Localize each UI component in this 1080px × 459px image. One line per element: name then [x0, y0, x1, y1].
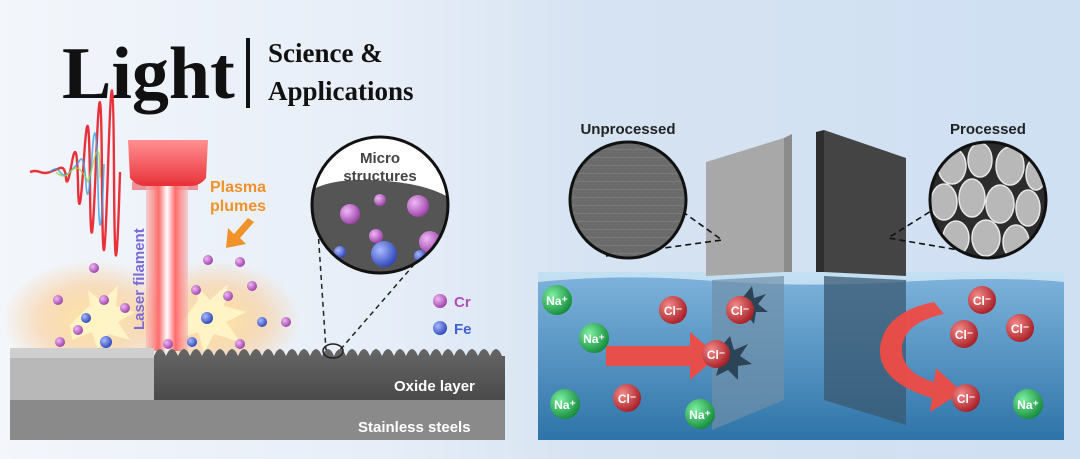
svg-text:Na⁺: Na⁺: [1017, 398, 1039, 412]
plasma-label-line1: Plasma: [210, 179, 266, 196]
stainless-steel-block: [10, 348, 505, 440]
logo-main-text: Light: [62, 33, 235, 115]
cl-ion: Cl⁻: [613, 384, 641, 412]
deflect-arrow-icon: [879, 302, 962, 412]
legend-cr-swatch: [433, 294, 447, 308]
svg-text:Na⁺: Na⁺: [583, 332, 605, 346]
oxide-layer: [154, 349, 505, 400]
cl-ion: Cl⁻: [702, 340, 730, 368]
unprocessed-label: Unprocessed: [580, 121, 675, 138]
processed-plate: [816, 130, 906, 425]
cl-ion: Cl⁻: [1006, 314, 1034, 342]
unprocessed-sem-inset: [568, 140, 688, 260]
svg-text:Na⁺: Na⁺: [554, 398, 576, 412]
svg-text:Cl⁻: Cl⁻: [973, 294, 991, 308]
legend-fe-swatch: [433, 321, 447, 335]
plasma-label-line2: plumes: [210, 198, 266, 215]
stainless-steel-label: Stainless steels: [358, 419, 471, 436]
svg-text:Cl⁻: Cl⁻: [618, 392, 636, 406]
journal-logo: Light Science & Applications: [62, 33, 414, 115]
ions: Na⁺ Na⁺ Na⁺ Na⁺ Na⁺ Cl⁻: [542, 285, 1043, 429]
logo-line1: Science &: [268, 38, 383, 68]
corrosion-panel: Unprocessed Processed: [538, 121, 1064, 440]
inset-label-line1: Micro: [360, 150, 400, 167]
laser-filament: [128, 140, 208, 351]
plasma-arrow-icon: [226, 218, 254, 248]
cl-ion: Cl⁻: [659, 296, 687, 324]
logo-divider: [246, 38, 250, 108]
svg-text:Na⁺: Na⁺: [689, 408, 711, 422]
na-ion: Na⁺: [550, 389, 580, 419]
pitting-mark-lower: [708, 336, 752, 380]
particle-legend: Cr Fe: [433, 294, 472, 338]
oxide-layer-label: Oxide layer: [394, 378, 475, 395]
unprocessed-plate: [706, 134, 792, 430]
cl-ion: Cl⁻: [950, 320, 978, 348]
attack-arrow-icon: [606, 332, 718, 380]
cl-ion: Cl⁻: [726, 296, 754, 324]
laser-filament-label: Laser filament: [131, 228, 148, 330]
cl-ion: Cl⁻: [968, 286, 996, 314]
svg-text:Cl⁻: Cl⁻: [955, 328, 973, 342]
processed-label: Processed: [950, 121, 1026, 138]
svg-text:Cl⁻: Cl⁻: [664, 304, 682, 318]
processed-sem-inset: [928, 140, 1048, 260]
na-ion: Na⁺: [685, 399, 715, 429]
logo-line2: Applications: [268, 76, 414, 106]
svg-text:Cl⁻: Cl⁻: [957, 392, 975, 406]
water-surface: [538, 272, 1064, 285]
svg-text:Cl⁻: Cl⁻: [707, 348, 725, 362]
svg-text:Cl⁻: Cl⁻: [1011, 322, 1029, 336]
legend-fe-label: Fe: [454, 321, 472, 338]
na-ion: Na⁺: [1013, 389, 1043, 419]
legend-cr-label: Cr: [454, 294, 471, 311]
na-ion: Na⁺: [542, 285, 572, 315]
cl-ion: Cl⁻: [952, 384, 980, 412]
svg-text:Na⁺: Na⁺: [546, 294, 568, 308]
svg-text:Cl⁻: Cl⁻: [731, 304, 749, 318]
laser-pulse-icon: [29, 89, 122, 257]
inset-label-line2: structures: [343, 168, 416, 185]
na-ion: Na⁺: [579, 323, 609, 353]
plasma-burst-left: [70, 285, 135, 350]
ejected-particles: [53, 255, 291, 349]
